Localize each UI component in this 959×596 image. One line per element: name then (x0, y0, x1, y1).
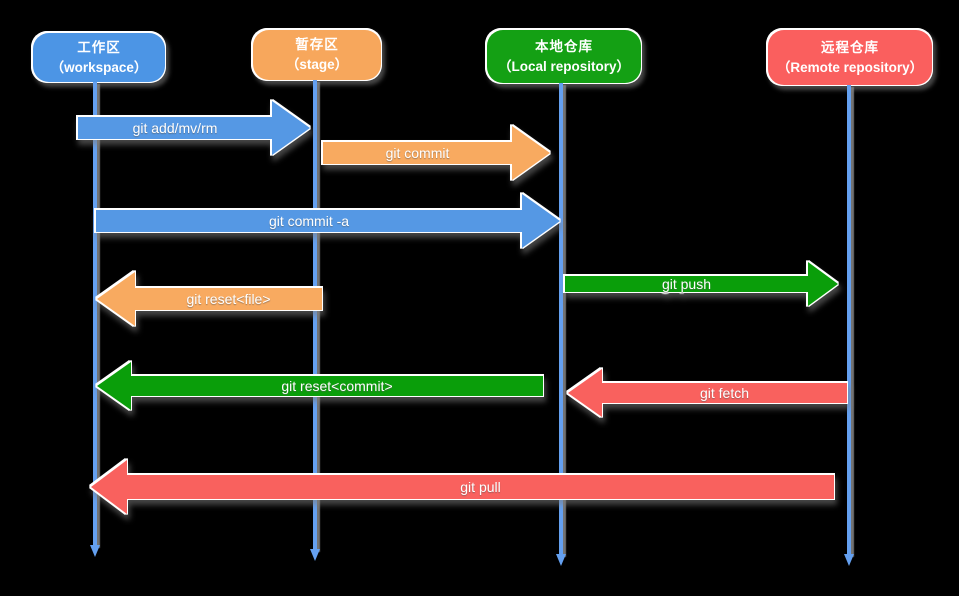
arrow-body: git add/mv/rm (78, 117, 272, 139)
node-local-repository: 本地仓库 （Local repository） (487, 30, 641, 83)
arrow-body: git reset<commit> (131, 376, 543, 396)
arrow-git-pull: git pull (91, 460, 834, 514)
arrowhead-down-icon (556, 554, 566, 566)
node-workspace-subtitle: （workspace） (50, 59, 148, 75)
node-remote-repository: 远程仓库 （Remote repository） (768, 30, 932, 85)
arrow-git-reset-file: git reset<file> (97, 272, 322, 326)
lifeline-workspace (90, 82, 100, 557)
arrowhead-right-icon (808, 262, 838, 306)
arrow-label: git reset<file> (186, 291, 271, 307)
node-local-repository-title: 本地仓库 (535, 38, 593, 54)
node-stage: 暂存区 （stage） (253, 30, 381, 80)
arrowhead-right-icon (272, 101, 310, 155)
arrow-label: git add/mv/rm (132, 120, 218, 136)
lifeline-local-repository (556, 83, 566, 566)
arrowhead-left-icon (97, 362, 131, 410)
arrowhead-down-icon (90, 545, 100, 557)
arrow-body: git commit (323, 142, 512, 164)
arrowhead-down-icon (310, 549, 320, 561)
node-stage-title: 暂存区 (295, 37, 339, 53)
lifeline-remote-repository (844, 85, 854, 566)
arrow-label: git reset<commit> (281, 378, 393, 394)
arrowhead-left-icon (568, 369, 602, 417)
arrow-git-reset-commit: git reset<commit> (97, 362, 543, 410)
arrow-git-push: git push (565, 262, 838, 306)
arrowhead-right-icon (522, 194, 560, 248)
node-local-repository-subtitle: （Local repository） (497, 58, 631, 74)
node-remote-repository-subtitle: （Remote repository） (776, 59, 924, 75)
arrow-label: git fetch (699, 385, 750, 401)
arrow-label: git commit (385, 145, 450, 161)
arrowhead-down-icon (844, 554, 854, 566)
arrow-body: git commit -a (96, 210, 522, 232)
arrow-body: git fetch (602, 383, 847, 403)
lifeline-stage (310, 80, 320, 561)
node-workspace: 工作区 （workspace） (33, 33, 165, 82)
arrowhead-left-icon (91, 460, 127, 514)
arrow-git-commit-a: git commit -a (96, 194, 560, 248)
arrow-git-add-mv-rm: git add/mv/rm (78, 101, 310, 155)
node-workspace-title: 工作区 (77, 39, 121, 55)
arrow-git-commit: git commit (323, 126, 550, 180)
arrowhead-left-icon (97, 272, 135, 326)
arrow-label: git pull (460, 479, 501, 495)
arrowhead-right-icon (512, 126, 550, 180)
arrow-git-fetch: git fetch (568, 369, 847, 417)
arrow-body: git reset<file> (135, 288, 322, 310)
arrow-label: git push (661, 276, 712, 292)
arrow-body: git push (565, 276, 808, 292)
arrow-body: git pull (127, 475, 834, 499)
arrow-label: git commit -a (268, 213, 350, 229)
node-remote-repository-title: 远程仓库 (821, 39, 879, 55)
node-stage-subtitle: （stage） (285, 57, 349, 72)
